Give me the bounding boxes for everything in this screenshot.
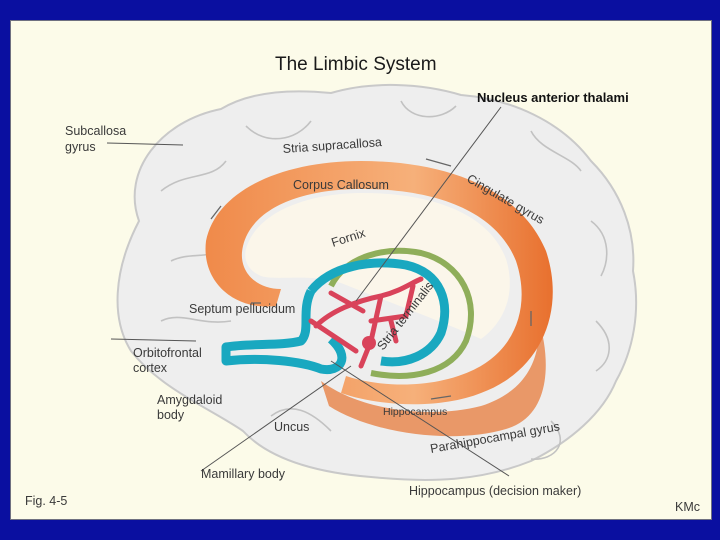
label-stria-supracallosa: Stria supracallosa xyxy=(282,135,382,156)
thalamus-vessels xyxy=(308,276,424,369)
label-mamillary-body: Mamillary body xyxy=(201,467,286,481)
label-amygdaloid-body: body xyxy=(157,408,185,422)
credit-initials: KMc xyxy=(675,500,700,514)
slide: The Limbic System Nucleus anterior thala… xyxy=(10,20,712,520)
label-layer: The Limbic System Nucleus anterior thala… xyxy=(25,54,700,514)
label-hippocampus-inner: Hippocampus xyxy=(383,406,447,418)
fornix-shape xyxy=(221,258,450,375)
label-uncus: Uncus xyxy=(274,420,309,434)
page-title: The Limbic System xyxy=(275,54,437,75)
label-orbitofrontal: Orbitofrontal xyxy=(133,346,202,360)
label-cingulate-gyrus: Cingulate gyrus xyxy=(465,171,547,227)
parahippocampal-band xyxy=(321,321,546,437)
arrows xyxy=(210,158,532,400)
mamillary-dot xyxy=(362,336,376,350)
label-amygdaloid: Amygdaloid xyxy=(157,393,222,407)
label-fornix: Fornix xyxy=(330,226,368,250)
label-orbitofrontal-cortex: cortex xyxy=(133,361,168,375)
limbic-diagram xyxy=(106,84,638,481)
gyri-lines xyxy=(160,100,610,460)
label-stria-terminalis: Stria terminalis xyxy=(374,279,436,353)
label-subcallosa-gyrus: gyrus xyxy=(65,140,96,154)
pointer-lines xyxy=(106,106,510,477)
label-nucleus-anterior-thalami: Nucleus anterior thalami xyxy=(477,90,629,105)
stria-terminalis-shape xyxy=(328,247,474,379)
label-hippocampus-decision-maker: Hippocampus (decision maker) xyxy=(409,484,581,498)
label-subcallosa: Subcallosa xyxy=(65,124,126,138)
label-parahippocampal-gyrus: Parahippocampal gyrus xyxy=(429,419,561,456)
figure-number: Fig. 4-5 xyxy=(25,494,67,508)
label-corpus-callosum: Corpus Callosum xyxy=(293,178,389,192)
label-septum-pellucidum: Septum pellucidum xyxy=(189,302,295,316)
